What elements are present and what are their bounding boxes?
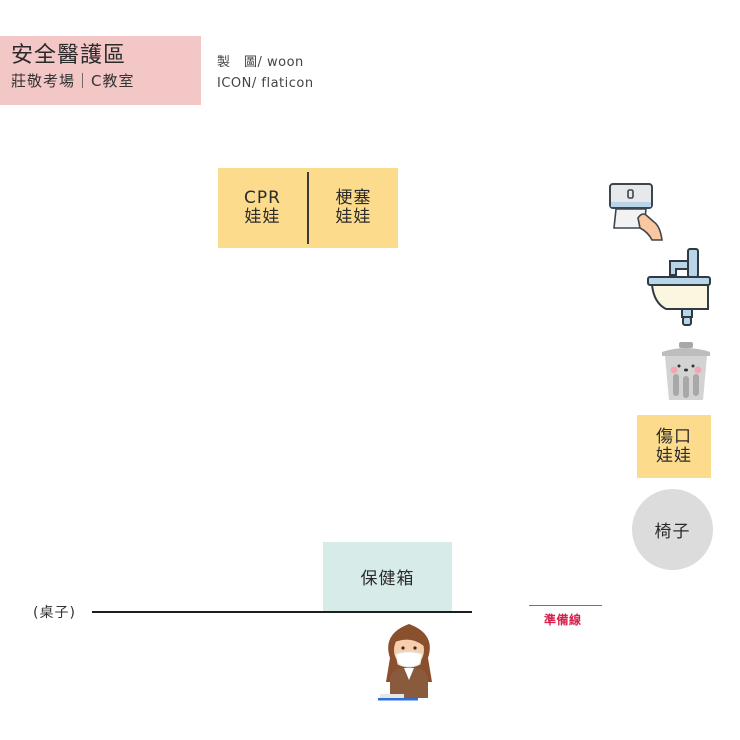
credit-author: 製 圖/ woon: [217, 55, 304, 70]
sink-icon: [647, 248, 711, 326]
cpr-doll-label-1: CPR: [244, 188, 281, 208]
choking-doll-label-2: 娃娃: [335, 207, 372, 227]
ready-line-label: 準備線: [544, 613, 582, 627]
wound-doll-label-2: 娃娃: [656, 445, 692, 466]
chair-station: 椅子: [632, 489, 713, 570]
title-banner: 安全醫護區 莊敬考場｜C教室: [0, 36, 201, 105]
nurse-with-mask-icon: [378, 624, 432, 701]
wound-doll-station: 傷口 娃娃: [637, 415, 711, 478]
page-subtitle: 莊敬考場｜C教室: [11, 72, 135, 90]
desk-label: (桌子): [33, 605, 76, 621]
page-title: 安全醫護區: [11, 43, 127, 68]
station-divider: [307, 172, 309, 244]
cpr-doll-station: CPR 娃娃: [218, 189, 307, 227]
cpr-doll-label-2: 娃娃: [244, 207, 281, 227]
credit-icons: ICON/ flaticon: [217, 76, 314, 91]
paper-towel-dispenser-icon: [609, 183, 663, 241]
trash-can-icon: [662, 342, 710, 400]
health-box-station: 保健箱: [323, 542, 452, 611]
doll-station-pair: CPR 娃娃 梗塞 娃娃: [218, 168, 398, 248]
desk-line: [92, 611, 472, 613]
choking-doll-station: 梗塞 娃娃: [309, 189, 398, 227]
wound-doll-label-1: 傷口: [656, 426, 692, 447]
credits: 製 圖/ woon ICON/ flaticon: [217, 52, 314, 94]
choking-doll-label-1: 梗塞: [335, 188, 372, 208]
ready-line: [529, 605, 602, 606]
